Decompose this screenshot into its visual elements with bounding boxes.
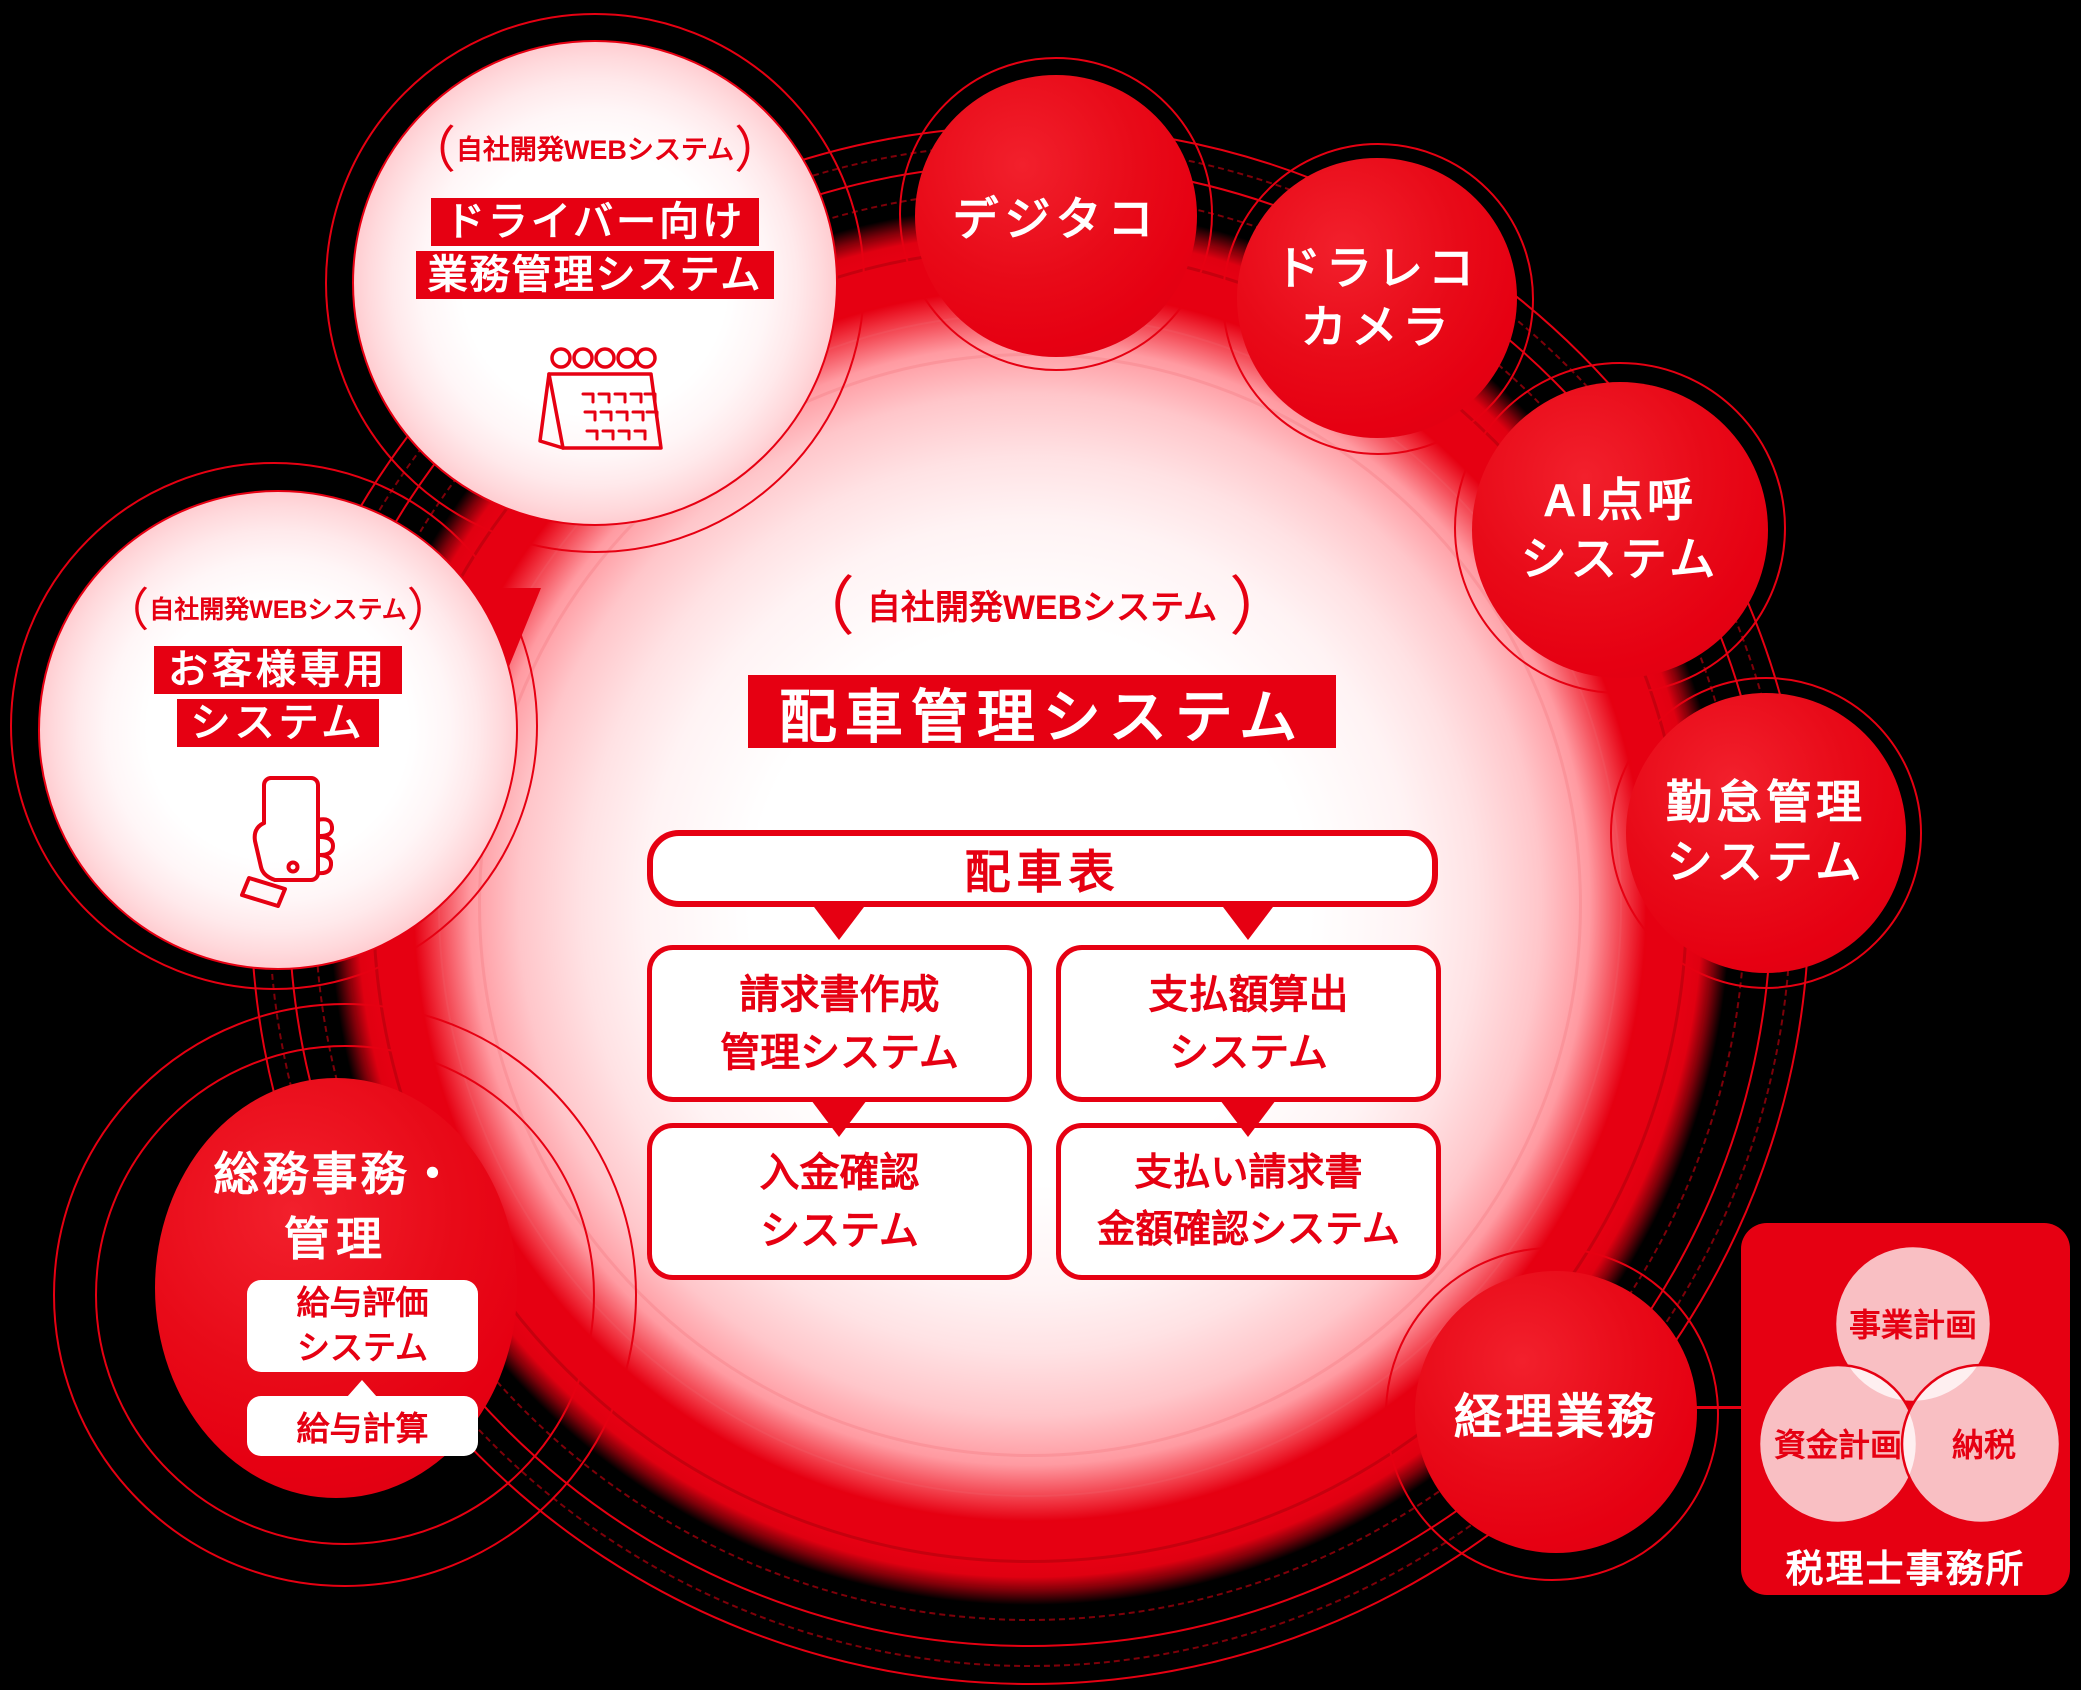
arrow-down-icon: [1220, 1100, 1276, 1137]
tax-office-box: 事業計画 資金計画 納税 税理士事務所: [1741, 1223, 2070, 1595]
flow-box-invoice-line1: 請求書作成: [739, 972, 940, 1017]
soumu-box1-line1: 給与評価: [296, 1284, 429, 1322]
keiri-orbit-ring: [1385, 1247, 1719, 1581]
dorareko-label-line1: ドラレコ: [1275, 242, 1479, 295]
soumu-box1-line2: システム: [296, 1329, 428, 1366]
flow-box-invoice-line2: 管理システム: [720, 1030, 959, 1075]
hub-bracket-text: 自社開発WEBシステム: [866, 589, 1218, 627]
keiri-label-text: 経理業務: [1453, 1391, 1658, 1444]
soumu-box2-text: 給与計算: [296, 1410, 429, 1447]
arrow-down-icon: [1220, 903, 1276, 940]
venn-label-tax-payment: 納税: [1952, 1427, 2016, 1463]
ai-label: AI点呼 システム: [1472, 382, 1768, 678]
satellite-dejitako: [915, 75, 1197, 357]
soumu-box-salary-evaluation: 給与評価 システム: [247, 1280, 478, 1372]
kintai-label-line2: システム: [1666, 836, 1866, 888]
customer-title-line2: システム: [176, 699, 380, 747]
soumu-box-payroll: 給与計算: [247, 1396, 478, 1456]
keiri-label: 経理業務: [1415, 1271, 1697, 1553]
driver-bracket: （ 自社開発WEBシステム ）: [405, 121, 785, 178]
satellite-ai: [1472, 382, 1768, 678]
flow-root-box: 配車表: [647, 830, 1438, 907]
dejitako-label: デジタコ: [915, 75, 1197, 357]
customer-orbit-ring: [10, 462, 538, 990]
flow-box-payment-calc-line2: システム: [1169, 1030, 1328, 1075]
tax-office-caption-text: 税理士事務所: [1785, 1549, 2026, 1591]
hub-bracket: （ 自社開発WEBシステム ）: [790, 570, 1294, 643]
arrow-down-icon: [811, 1100, 867, 1137]
kintai-orbit-ring: [1610, 677, 1922, 989]
desk-calendar-icon: [538, 347, 663, 450]
flow-box-payment-invoice-check: 支払い請求書 金額確認システム: [1056, 1123, 1441, 1280]
keiri-tax-connector-line: [1693, 1406, 1743, 1409]
customer-circle: [38, 490, 518, 970]
venn-label-business-plan: 事業計画: [1849, 1307, 1977, 1343]
soumu-label-line2-text: 管理: [284, 1213, 388, 1265]
kintai-label-line1: 勤怠管理: [1666, 776, 1866, 829]
venn-diagram: 事業計画 資金計画 納税: [1757, 1244, 2062, 1525]
arrow-down-icon: [811, 903, 867, 940]
ai-orbit-ring: [1454, 362, 1786, 694]
kintai-label: 勤怠管理 システム: [1626, 693, 1906, 973]
soumu-label-line2: 管理: [155, 1203, 517, 1269]
dorareko-label-line2: カメラ: [1300, 301, 1454, 353]
flow-root-label: 配車表: [964, 845, 1121, 898]
driver-title-line2: 業務管理システム: [415, 251, 775, 299]
satellite-dorareko: [1237, 158, 1517, 438]
dejitako-orbit-ring: [899, 57, 1213, 371]
dorareko-orbit-ring: [1222, 143, 1534, 455]
flow-box-payment-calc: 支払額算出 システム: [1056, 945, 1441, 1102]
driver-orbit-ring: [325, 13, 865, 553]
customer-bracket: （ 自社開発WEBシステム ）: [103, 584, 453, 636]
flow-box-deposit-check-line1: 入金確認: [759, 1150, 920, 1195]
customer-title: お客様専用 システム: [38, 646, 518, 747]
flow-box-payment-invoice-check-line1: 支払い請求書: [1134, 1151, 1363, 1194]
hub-title-text: 配車管理システム: [778, 684, 1306, 750]
customer-title-line1: お客様専用: [154, 646, 402, 694]
soumu-label-line1: 総務事務・: [155, 1138, 517, 1204]
dejitako-label-text: デジタコ: [952, 193, 1160, 245]
soumu-box-connector-notch: [347, 1380, 377, 1397]
ai-label-line1: AI点呼: [1543, 474, 1697, 527]
flow-box-payment-calc-line1: 支払額算出: [1148, 972, 1349, 1017]
soumu-label-line1-text: 総務事務・: [213, 1148, 459, 1200]
tax-office-caption: 税理士事務所: [1741, 1538, 2070, 1593]
flow-box-payment-invoice-check-line2: 金額確認システム: [1097, 1208, 1400, 1251]
driver-title-line1: ドライバー向け: [430, 198, 760, 246]
flow-box-deposit-check-line2: システム: [760, 1208, 919, 1253]
phone-in-hand-icon: [240, 776, 335, 908]
driver-title: ドライバー向け 業務管理システム: [352, 198, 838, 299]
ai-label-line2: システム: [1520, 533, 1720, 585]
satellite-keiri: [1415, 1271, 1697, 1553]
satellite-kintai: [1626, 693, 1906, 973]
venn-label-fund-plan: 資金計画: [1774, 1427, 1902, 1463]
flow-box-invoice: 請求書作成 管理システム: [647, 945, 1032, 1102]
hub-title-band: 配車管理システム: [748, 675, 1336, 750]
dorareko-label: ドラレコ カメラ: [1237, 158, 1517, 438]
soumu-orbit-ring-2: [53, 1003, 637, 1587]
flow-box-deposit-check: 入金確認 システム: [647, 1123, 1032, 1280]
driver-bracket-text: 自社開発WEBシステム: [455, 135, 735, 165]
customer-bracket-text: 自社開発WEBシステム: [149, 596, 407, 624]
